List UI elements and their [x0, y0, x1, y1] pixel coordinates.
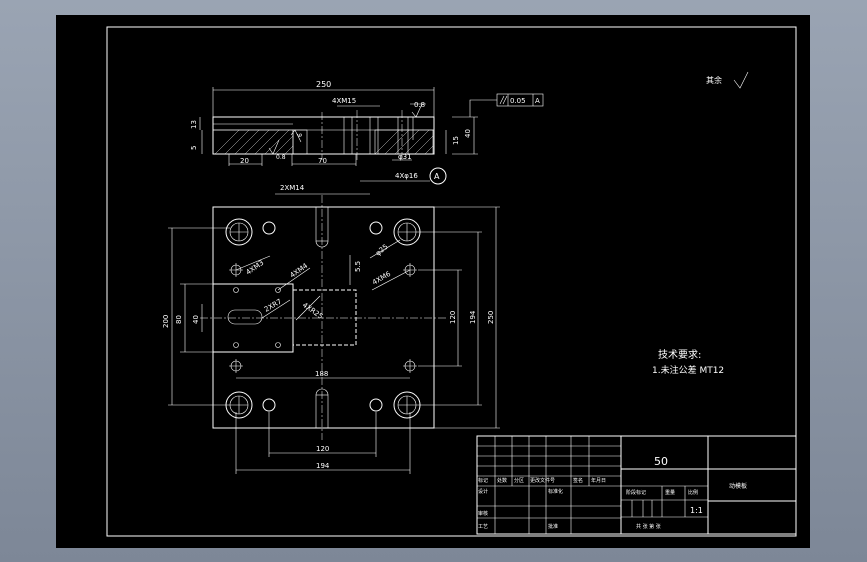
- pv-4xm3: 4XM3: [245, 259, 266, 277]
- technical-requirements: 技术要求: 1.未注公差 MT12: [652, 348, 724, 376]
- tech-req-title: 技术要求:: [658, 348, 701, 361]
- tb-change-doc: 更改文件号: [530, 477, 555, 484]
- tech-req-item: 1.未注公差 MT12: [652, 364, 724, 376]
- tb-sheet: 共 张 第 张: [636, 523, 661, 530]
- dim-08b: 0.8: [276, 154, 286, 161]
- section-view: 250 4XM15 0.8 0.05 A 13 5 40 15 20 70 φ3…: [190, 71, 749, 185]
- pv-120h: 120: [316, 445, 329, 453]
- pv-250v: 250: [487, 311, 495, 324]
- plan-view: 2XM14 4XM3 4XM4 2XR7 4XR25 φ25 4XM6 5.5 …: [162, 184, 500, 474]
- pv-194v: 194: [469, 310, 477, 324]
- dim-roughness-08: 0.8: [414, 101, 425, 109]
- dim-13: 13: [190, 120, 198, 129]
- part-number: 50: [654, 455, 668, 468]
- pv-2xm14: 2XM14: [280, 184, 305, 192]
- dim-4x16: 4Xφ16: [395, 172, 418, 180]
- pv-120v: 120: [449, 311, 457, 324]
- tb-standardization: 标准化: [548, 488, 563, 495]
- pv-80: 80: [175, 315, 183, 324]
- dim-31: φ31: [398, 153, 412, 161]
- dim-70: 70: [318, 157, 327, 165]
- title-block: 标记 处数 分区 更改文件号 签名 年月日 设计 标准化 审核 工艺 批准 阶段…: [476, 435, 797, 535]
- cad-drawing: 250 4XM15 0.8 0.05 A 13 5 40 15 20 70 φ3…: [106, 26, 797, 537]
- drawing-canvas: 250 4XM15 0.8 0.05 A 13 5 40 15 20 70 φ3…: [56, 15, 810, 548]
- tb-review: 审核: [478, 510, 488, 517]
- dim-40: 40: [464, 129, 472, 138]
- datum-circle-label: A: [434, 172, 440, 181]
- pv-194h: 194: [316, 462, 330, 470]
- tb-zone: 分区: [514, 477, 524, 484]
- dim-5: 5: [190, 146, 198, 150]
- tb-count: 处数: [497, 477, 507, 484]
- datum-letter: A: [535, 97, 540, 105]
- pv-200: 200: [162, 315, 170, 328]
- tb-process: 工艺: [478, 524, 488, 530]
- dim-20: 20: [240, 157, 249, 165]
- pv-55: 5.5: [354, 261, 362, 272]
- pv-4xm6: 4XM6: [371, 270, 393, 287]
- tb-designer: 设计: [478, 488, 488, 495]
- tb-approve: 批准: [548, 523, 558, 530]
- tb-weight: 重量: [665, 489, 675, 496]
- roughness-note: 其余: [706, 75, 722, 85]
- drawing-frame: [106, 26, 797, 537]
- dim-6: 6: [297, 133, 304, 137]
- dim-top-width: 250: [316, 80, 331, 89]
- pv-40: 40: [192, 315, 200, 324]
- tolerance-value: 0.05: [510, 97, 526, 105]
- tb-signature: 签名: [573, 477, 583, 484]
- pv-2xr7: 2XR7: [263, 298, 283, 314]
- dim-15: 15: [452, 136, 460, 145]
- tb-stage: 阶段标记: [626, 489, 646, 496]
- tb-scale-label: 比例: [688, 489, 698, 496]
- dim-top-holes: 4XM15: [332, 97, 356, 105]
- part-name: 动模板: [729, 482, 747, 490]
- pv-188: 188: [315, 370, 328, 378]
- pv-phi25: φ25: [374, 243, 390, 258]
- scale-value: 1:1: [690, 506, 703, 515]
- section-hatch: [212, 129, 434, 155]
- tb-mark: 标记: [478, 477, 488, 484]
- tb-date: 年月日: [591, 477, 606, 484]
